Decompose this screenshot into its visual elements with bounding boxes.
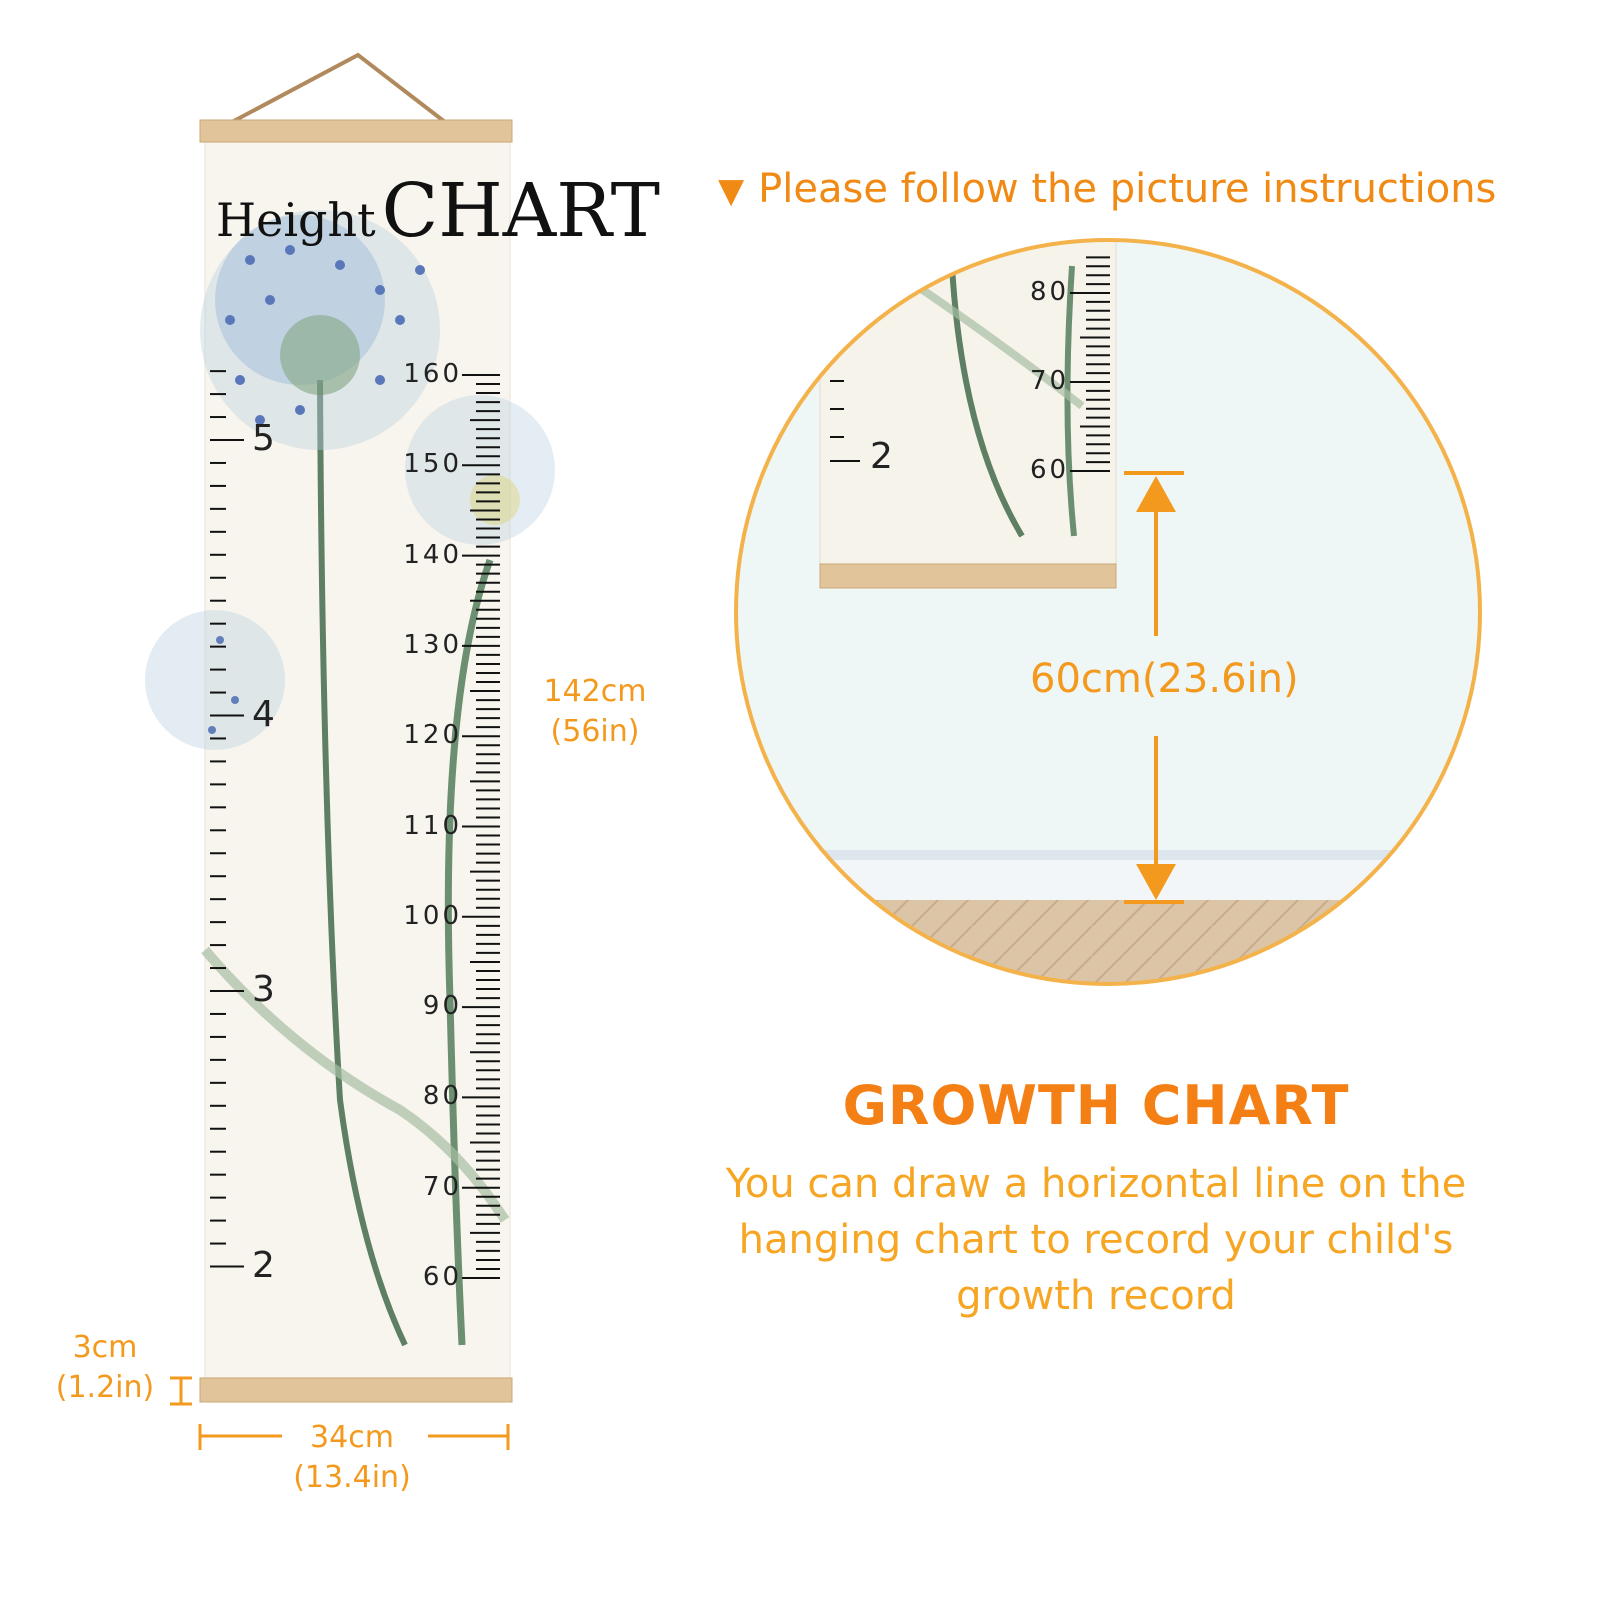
cm-label: 90 (422, 991, 462, 1022)
ft-label: 5 (252, 418, 275, 459)
zoom-ft-label: 2 (870, 436, 893, 477)
bar-dimension-label: 3cm (1.2in) (40, 1328, 170, 1408)
allium-flower-large (200, 210, 440, 450)
zoom-circle-art (734, 238, 1482, 986)
zoom-circle: 80 70 60 2 60cm(23.6in) (732, 236, 1484, 988)
bar-cm: 3cm (72, 1330, 138, 1365)
cm-ruler-ticks (462, 374, 500, 1279)
measure-arrow (1124, 471, 1184, 904)
height-cm: 142cm (543, 674, 647, 709)
zoom-ft-ruler-ticks (830, 380, 860, 462)
measure-label: 60cm(23.6in) (1030, 656, 1299, 702)
flower-stem-2 (444, 558, 494, 1346)
flower-stem (317, 379, 408, 1347)
cm-label: 70 (422, 1171, 462, 1202)
width-cm: 34cm (310, 1420, 394, 1455)
floor (736, 900, 1480, 984)
zoom-cm-label: 60 (1030, 455, 1070, 485)
ft-label: 3 (252, 969, 275, 1010)
chart-title-height: Height (216, 193, 376, 247)
instruction-heading: ▼ Please follow the picture instructions (718, 166, 1496, 212)
width-in: (13.4in) (293, 1460, 411, 1495)
hanging-chart-art (145, 52, 555, 1403)
cm-label: 150 (403, 449, 462, 480)
bar-dimension-bracket (170, 1376, 192, 1406)
ft-ruler-ticks (210, 370, 244, 1268)
growth-chart-description: You can draw a horizontal line on the ha… (725, 1161, 1467, 1319)
height-in: (56in) (550, 714, 640, 749)
hanging-rope (231, 52, 447, 124)
cm-label: 130 (403, 629, 462, 660)
chart-title-chart: CHART (381, 168, 660, 254)
allium-flower-right (405, 395, 555, 545)
leaf-stem (201, 946, 510, 1223)
zoom-cm-ruler-ticks (1070, 256, 1110, 472)
cm-label: 80 (422, 1081, 462, 1112)
zoom-cm-label: 70 (1030, 366, 1070, 396)
bottom-wood-bar (199, 1377, 513, 1403)
cm-label: 120 (403, 720, 462, 751)
cm-label: 140 (403, 539, 462, 570)
top-wood-bar (199, 119, 513, 143)
cm-label: 60 (422, 1262, 462, 1292)
ft-label: 4 (252, 693, 275, 735)
growth-chart-title: GROWTH CHART (842, 1074, 1350, 1137)
zoom-cm-label: 80 (1030, 277, 1070, 307)
zoom-bottom-wood-bar (819, 563, 1117, 589)
bar-in: (1.2in) (55, 1370, 155, 1405)
width-dimension-label: 34cm (13.4in) (282, 1418, 422, 1498)
width-dimension-line (198, 1424, 510, 1450)
down-triangle-icon: ▼ (718, 171, 745, 211)
chart-title: HeightCHART (216, 168, 660, 254)
height-dimension-label: 142cm (56in) (520, 672, 670, 752)
cm-label: 110 (403, 810, 462, 841)
cm-label: 100 (403, 900, 462, 931)
hanging-chart: HeightCHART 160 150 140 130 120 110 100 90 80 70 6… (0, 0, 660, 1600)
ft-label: 2 (252, 1244, 275, 1286)
instruction-text: Please follow the picture instructions (758, 166, 1497, 212)
cm-label: 160 (403, 359, 462, 389)
allium-flower-left (145, 610, 285, 750)
